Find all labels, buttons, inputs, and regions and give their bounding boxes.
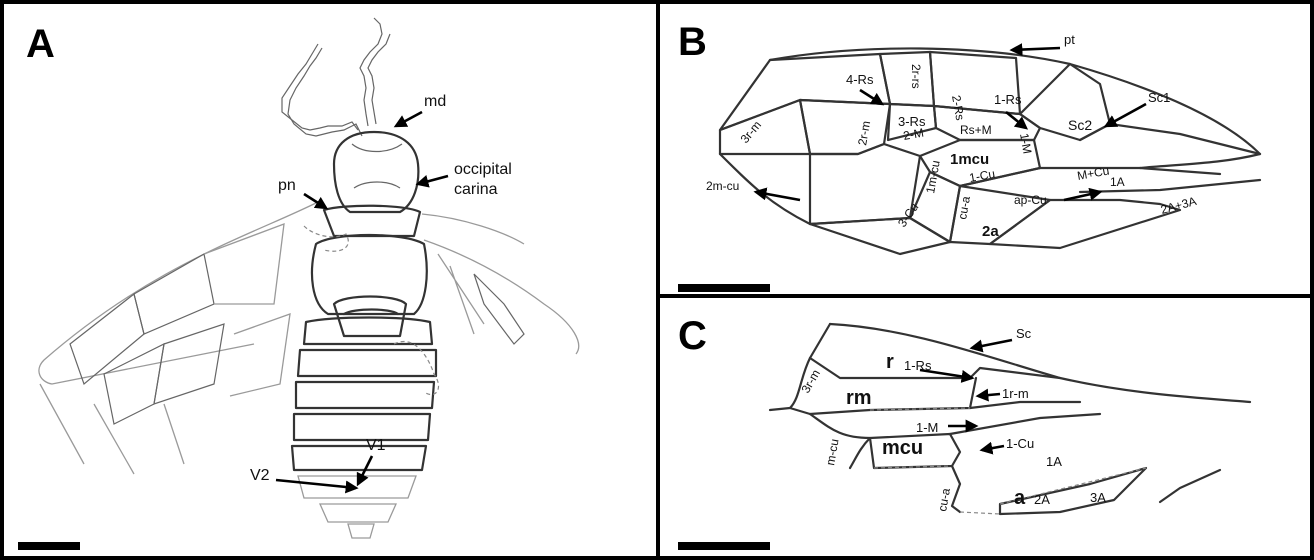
label-cu-a: cu-a (955, 195, 973, 221)
panel-c-drawing: r 1-Rs Sc 3r-m rm 1r-m 1-M mcu m-cu 1-Cu… (660, 298, 1314, 560)
label-m-cu: m-cu (823, 438, 841, 467)
right-wing (422, 214, 579, 354)
ap-Cu-arrow (1064, 192, 1100, 200)
label-1-M: 1-M (1017, 132, 1034, 155)
occipital-carina-arrow (418, 176, 448, 184)
label-3-Cu: 3-Cu (895, 200, 921, 229)
label-1-M: 1-M (916, 420, 938, 435)
Sc-arrow (972, 340, 1012, 348)
label-occipital: occipital (454, 161, 512, 178)
1-Cu-arrow (982, 446, 1004, 450)
scale-bar-a (18, 542, 80, 550)
label-Sc: Sc (1016, 326, 1032, 341)
1r-m-arrow (978, 394, 1000, 396)
label-rm: rm (846, 387, 872, 409)
label-M+Cu: M+Cu (1076, 164, 1110, 183)
2m-cu-arrow (756, 192, 800, 200)
label-1mcu: 1mcu (950, 151, 989, 168)
label-carina: carina (454, 181, 498, 198)
label-1A: 1A (1046, 454, 1062, 469)
panel-c-letter: C (678, 316, 707, 356)
label-Sc1: Sc1 (1148, 90, 1170, 105)
label-3A: 3A (1090, 490, 1106, 505)
label-1A: 1A (1110, 175, 1125, 189)
scale-bar-c (678, 542, 770, 550)
panel-b-drawing: pt 4-Rs 2r-rs Sc1 3r-m 3-Rs 2-Rs 1-Rs Sc… (660, 4, 1314, 298)
label-4-Rs: 4-Rs (846, 72, 874, 87)
label-2A: 2A (1034, 492, 1050, 507)
label-a: a (1014, 487, 1026, 509)
panel-b-letter: B (678, 22, 707, 62)
Sc1-arrow (1106, 104, 1146, 126)
label-ap-Cu: ap-Cu (1014, 193, 1047, 207)
label-Rs+M: Rs+M (960, 123, 992, 137)
label-mcu: mcu (882, 437, 923, 459)
antenna-left (282, 44, 362, 136)
label-cu-a: cu-a (935, 487, 953, 513)
label-1-Cu: 1-Cu (1006, 436, 1034, 451)
label-V2: V2 (250, 467, 270, 484)
label-md: md (424, 93, 446, 110)
panel-a: md occipital carina pn V1 V2 A (0, 0, 660, 560)
head (334, 132, 418, 212)
label-1-Cu: 1-Cu (968, 167, 996, 185)
panel-c: r 1-Rs Sc 3r-m rm 1r-m 1-M mcu m-cu 1-Cu… (656, 294, 1314, 560)
label-1r-m: 1r-m (1002, 386, 1029, 401)
label-2m-cu: 2m-cu (706, 179, 739, 193)
md-arrow (396, 112, 422, 126)
pn-arrow (304, 194, 326, 208)
label-2r-m: 2r-m (855, 120, 873, 147)
label-pn: pn (278, 177, 296, 194)
left-wing (39, 202, 318, 474)
panel-a-drawing: md occipital carina pn V1 V2 (4, 4, 660, 560)
label-1-Rs: 1-Rs (904, 358, 932, 373)
label-1-Rs: 1-Rs (994, 92, 1022, 107)
label-2-M: 2-M (902, 126, 925, 143)
hindwing-veins (770, 324, 1250, 514)
scale-bar-b (678, 284, 770, 292)
label-2A+3A: 2A+3A (1159, 194, 1198, 217)
label-2a: 2a (982, 223, 999, 240)
label-r: r (886, 351, 894, 373)
antenna-right (360, 18, 390, 126)
label-2r-rs: 2r-rs (909, 64, 923, 89)
label-2-Rs: 2-Rs (949, 94, 967, 121)
panel-a-letter: A (26, 24, 55, 64)
pt-arrow (1012, 48, 1060, 50)
label-Sc2: Sc2 (1068, 117, 1092, 133)
label-V1: V1 (366, 437, 386, 454)
label-3r-m: 3r-m (798, 367, 822, 395)
panel-b: pt 4-Rs 2r-rs Sc1 3r-m 3-Rs 2-Rs 1-Rs Sc… (656, 0, 1314, 298)
label-pt: pt (1064, 32, 1075, 47)
V2-arrow (276, 480, 356, 488)
abdomen (292, 318, 439, 539)
